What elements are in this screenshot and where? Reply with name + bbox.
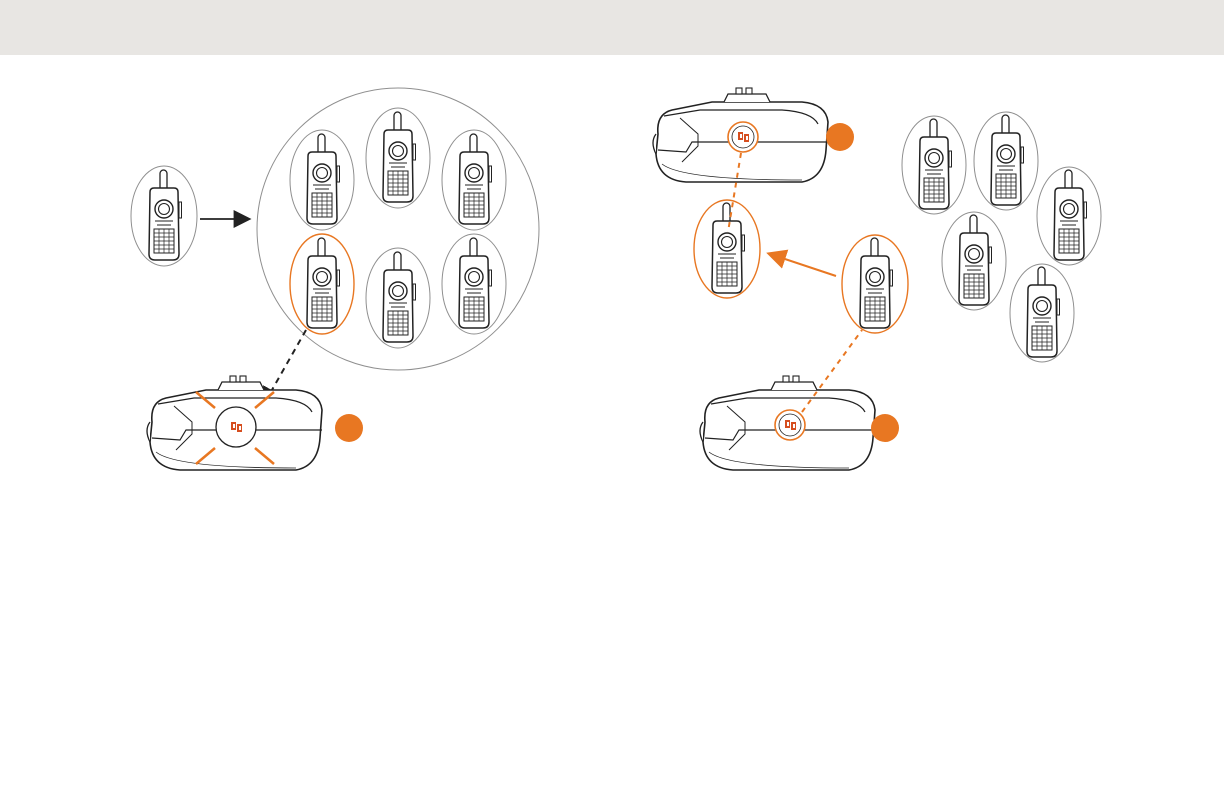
walkie-talkie-icon: [149, 170, 182, 260]
group-radios: [290, 108, 506, 348]
step-badge: [335, 414, 363, 442]
walkie-talkie-icon: [307, 238, 340, 328]
walkie-talkie-icon: [919, 119, 952, 209]
walkie-talkie-icon: [307, 134, 340, 224]
walkie-talkie-icon: [383, 112, 416, 202]
arrow-icon: [770, 254, 836, 276]
step-badge: [871, 414, 899, 442]
step-badge: [826, 123, 854, 151]
other-radios: [902, 112, 1101, 362]
walkie-talkie-icon: [459, 238, 492, 328]
walkie-talkie-icon: [959, 215, 992, 305]
left-figure: [131, 88, 539, 470]
walkie-talkie-icon: [383, 252, 416, 342]
right-figure: [653, 88, 1101, 470]
walkie-talkie-icon: [1027, 267, 1060, 357]
walkie-talkie-icon: [712, 203, 745, 293]
walkie-talkie-icon: [860, 238, 893, 328]
walkie-talkie-icon: [459, 134, 492, 224]
walkie-talkie-icon: [991, 115, 1024, 205]
walkie-talkie-icon: [1054, 170, 1087, 260]
